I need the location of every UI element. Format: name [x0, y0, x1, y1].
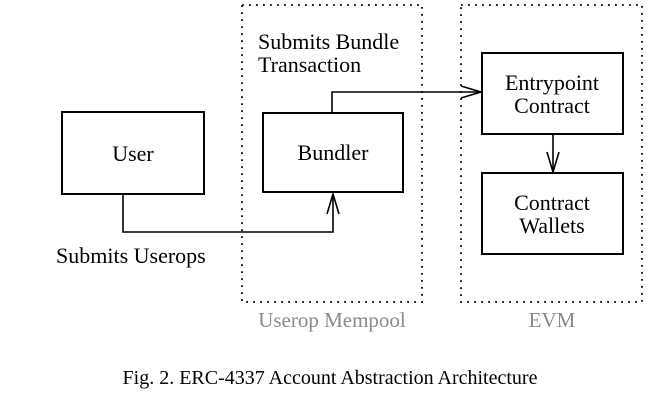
contract-wallets-node-label-line1: Contract — [514, 190, 590, 215]
bundler-to-entrypoint-edge — [331, 91, 480, 113]
bundler-node-label: Bundler — [298, 140, 370, 165]
evm-region — [460, 4, 643, 303]
entrypoint-contract-node-label-line1: Entrypoint — [505, 70, 599, 95]
user-node-label: User — [112, 141, 154, 166]
userop-mempool-region-label: Userop Mempool — [258, 308, 406, 332]
userop-mempool-region — [241, 4, 423, 303]
bundler-node — [262, 112, 404, 193]
contract-wallets-node — [481, 172, 624, 255]
submits-bundle-edge-label-line2: Transaction — [258, 52, 361, 77]
contract-wallets-node-label-line2: Wallets — [519, 213, 584, 238]
user-node — [61, 111, 205, 195]
figure-caption: Fig. 2. ERC-4337 Account Abstraction Arc… — [123, 367, 538, 389]
evm-region-label: EVM — [529, 308, 576, 332]
user-to-bundler-edge — [122, 194, 334, 233]
user-to-bundler-arrowhead — [326, 191, 340, 215]
submits-userops-edge-label: Submits Userops — [56, 243, 206, 268]
entrypoint-contract-node-label-line2: Contract — [514, 93, 590, 118]
entrypoint-contract-node — [481, 52, 624, 135]
submits-bundle-edge-label-line1: Submits Bundle — [258, 29, 399, 54]
